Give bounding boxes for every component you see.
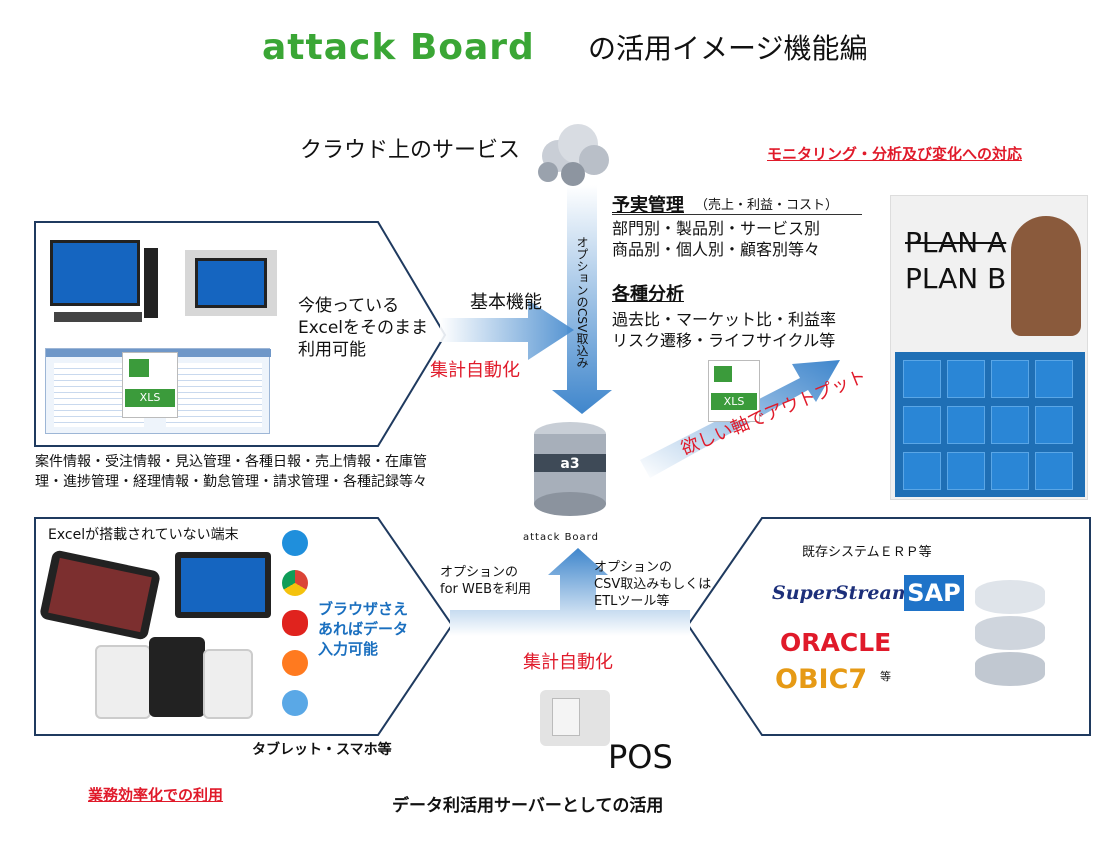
server-usage-label: データ利活用サーバーとしての活用 — [392, 796, 664, 816]
logo: attack Board — [262, 27, 535, 68]
cloud-label: クラウド上のサービス — [300, 138, 521, 163]
monitoring-heading: モニタリング・分析及び変化への対応 — [767, 145, 1023, 163]
yojitsu-title: 予実管理 — [612, 195, 684, 216]
basic-function-label: 基本機能 — [470, 292, 542, 313]
yojitsu-sub: （売上・利益・コスト） — [695, 198, 839, 213]
browser-text-1: ブラウザさえ — [318, 600, 409, 618]
erp-box-title: 既存システムＥＲＰ等 — [802, 545, 932, 560]
info-list-line1: 案件情報・受注情報・見込管理・各種日報・売上情報・在庫管 — [35, 454, 427, 470]
yojitsu-divider — [612, 214, 862, 215]
pos-terminal-icon — [540, 690, 610, 746]
cloud-arrow — [552, 185, 612, 414]
oracle-logo: ORACLE — [780, 628, 892, 657]
svg-text:a3: a3 — [560, 456, 579, 472]
ie-icon — [282, 530, 308, 556]
option-csv-3: ETLツール等 — [594, 594, 670, 609]
info-list-line2: 理・進捗管理・経理情報・勤怠管理・請求管理・各種記録等々 — [35, 474, 427, 490]
cloud-icon — [538, 124, 609, 186]
vertical-csv-label: オプションのCSV取込み — [575, 236, 589, 369]
pos-label: POS — [608, 738, 673, 776]
output-xls-label: XLS — [711, 393, 757, 410]
tile-grid — [895, 352, 1085, 497]
option-web-1: オプションの — [440, 565, 519, 580]
bottom-arrow — [450, 548, 690, 636]
efficiency-label: 業務効率化での利用 — [88, 786, 224, 804]
page-title: の活用イメージ機能編 — [588, 32, 868, 65]
database-icon: a3 — [534, 422, 606, 516]
tablet-caption: タブレット・スマホ等 — [252, 742, 392, 758]
plan-b: PLAN B — [905, 262, 1007, 295]
safari-icon — [282, 690, 308, 716]
browser-text-3: 入力可能 — [318, 640, 379, 658]
option-csv-1: オプションの — [594, 560, 673, 575]
option-web-2: for WEBを利用 — [440, 582, 531, 597]
opera-icon — [282, 610, 308, 636]
server-stack-icon — [975, 580, 1045, 690]
person-photo — [1011, 216, 1081, 336]
tablet-device — [185, 250, 277, 316]
auto-top-label: 集計自動化 — [430, 360, 520, 381]
erp-etc: 等 — [880, 670, 891, 683]
ipad-devices — [95, 635, 255, 720]
browser-text-2: あればデータ — [318, 620, 409, 638]
tablet-box-title: Excelが搭載されていない端末 — [48, 527, 239, 543]
analysis-title: 各種分析 — [612, 284, 684, 305]
yojitsu-line1: 部門別・製品別・サービス別 — [612, 219, 821, 238]
db-label: attack Board — [523, 532, 599, 543]
firefox-icon — [282, 650, 308, 676]
sap-logo: SAP — [904, 575, 964, 611]
option-csv-2: CSV取込みもしくは — [594, 577, 712, 592]
chrome-icon — [282, 570, 308, 596]
yojitsu-line2: 商品別・個人別・顧客別等々 — [612, 240, 821, 259]
excel-text-1: 今使っている — [298, 296, 400, 316]
analysis-line1: 過去比・マーケット比・利益率 — [612, 310, 837, 329]
plan-image: PLAN A PLAN B — [890, 195, 1088, 500]
plan-a: PLAN A — [905, 226, 1007, 259]
output-xls-icon: XLS — [708, 360, 760, 422]
excel-arrow — [440, 300, 574, 360]
tablet-device-2 — [175, 552, 271, 618]
xls-file-label: XLS — [125, 389, 175, 407]
xls-file-icon: XLS — [122, 352, 178, 418]
excel-text-2: Excelをそのまま — [298, 318, 429, 338]
auto-bottom-label: 集計自動化 — [523, 652, 613, 673]
desktop-pc — [50, 240, 158, 324]
excel-text-3: 利用可能 — [298, 340, 366, 360]
superstream-logo: SuperStream — [772, 582, 912, 604]
obic7-logo: OBIC7 — [775, 664, 868, 695]
analysis-line2: リスク遷移・ライフサイクル等 — [612, 331, 836, 350]
